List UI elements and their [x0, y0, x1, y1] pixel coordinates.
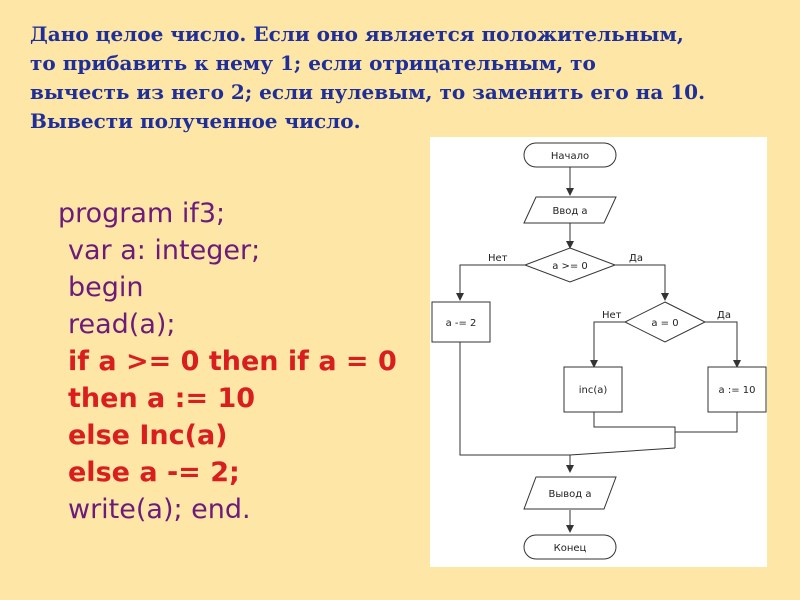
cond1-label: а >= 0: [552, 261, 588, 272]
flowchart: Начало Ввод а а >= 0 Нет Да а -= 2: [430, 137, 767, 567]
minus2-label: а -= 2: [446, 318, 477, 329]
input-label: Ввод а: [552, 206, 587, 217]
input-block: Ввод а: [523, 196, 617, 224]
code-line: program if3;: [58, 198, 226, 229]
task-line: вычесть из него 2; если нулевым, то заме…: [30, 80, 706, 104]
task-line: Дано целое число. Если оно является поло…: [30, 22, 684, 46]
decision-a-ge-0: а >= 0 Нет Да: [488, 247, 643, 283]
task-line: Вывести полученное число.: [30, 109, 361, 133]
cond2-label: а = 0: [651, 318, 678, 329]
cond1-yes-label: Да: [629, 253, 643, 264]
inc-block: inc(a): [563, 366, 623, 413]
flowchart-svg: Начало Ввод а а >= 0 Нет Да а -= 2: [431, 142, 767, 560]
task-line: то прибавить к нему 1; если отрицательны…: [30, 51, 596, 75]
code-line: begin: [68, 272, 144, 303]
task-statement: Дано целое число. Если оно является поло…: [30, 20, 730, 136]
end-terminal: Конец: [523, 534, 617, 560]
output-block: Вывод а: [523, 476, 617, 510]
code-line: else Inc(a): [68, 420, 228, 451]
cond2-no-label: Нет: [602, 310, 622, 321]
assign10-label: а := 10: [719, 385, 756, 396]
code-line: var a: integer;: [68, 235, 261, 266]
assign-ten-block: а := 10: [707, 366, 767, 413]
end-label: Конец: [554, 543, 587, 554]
flowchart-connectors: [456, 166, 741, 533]
code-line: else a -= 2;: [68, 457, 240, 488]
cond2-yes-label: Да: [717, 310, 731, 321]
code-line: if a >= 0 then if a = 0: [68, 346, 397, 377]
code-line: write(a); end.: [68, 494, 251, 525]
pascal-code: program if3; var a: integer; begin read(…: [58, 195, 397, 528]
output-label: Вывод а: [549, 489, 592, 500]
start-label: Начало: [551, 151, 589, 162]
cond1-no-label: Нет: [488, 253, 508, 264]
decision-a-eq-0: а = 0 Нет Да: [602, 301, 731, 343]
inc-label: inc(a): [579, 385, 608, 396]
code-line: then a := 10: [68, 383, 256, 414]
minus-two-block: а -= 2: [431, 301, 491, 343]
start-terminal: Начало: [523, 142, 617, 168]
code-line: read(a);: [68, 309, 176, 340]
